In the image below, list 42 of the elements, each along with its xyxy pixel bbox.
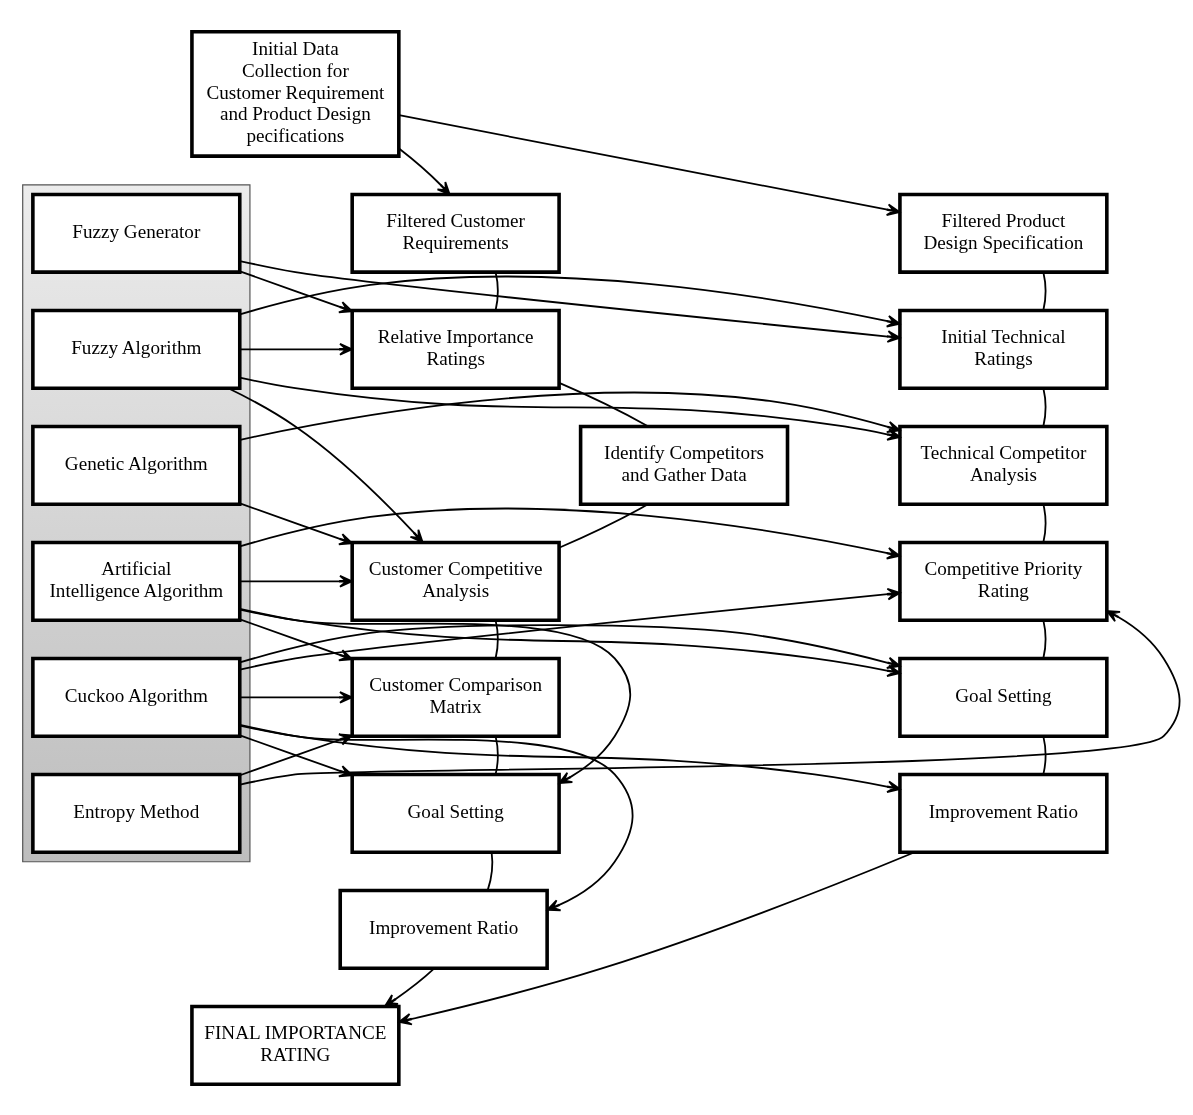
arrow: [239, 623, 901, 669]
arrow: [238, 724, 901, 793]
arrow: [238, 608, 901, 677]
node-box: Identify Competitors and Gather Data: [578, 424, 790, 506]
node-box: Fuzzy Algorithm: [31, 308, 242, 390]
arrow: [238, 574, 353, 588]
node-box: Fuzzy Generator: [31, 192, 242, 274]
arrow: [239, 587, 901, 670]
node-box: Technical Competitor Analysis: [898, 424, 1109, 506]
arrow: [239, 275, 901, 327]
arrow: [398, 147, 451, 195]
arrow: [239, 507, 901, 559]
node-box: Artificial Intelligence Algorithm: [31, 540, 242, 622]
connector: [558, 381, 649, 427]
arrow: [239, 259, 901, 343]
node-box: Improvement Ratio: [338, 888, 549, 970]
node-box: Initial Technical Ratings: [898, 308, 1109, 390]
node-box: Goal Setting: [350, 772, 561, 854]
arrow: [239, 391, 901, 441]
arrow: [239, 270, 353, 313]
node-box: Relative Importance Ratings: [350, 308, 561, 390]
node-box: Customer Comparison Matrix: [350, 656, 561, 738]
node-box: Genetic Algorithm: [31, 424, 242, 506]
node-box: Goal Setting: [898, 656, 1109, 738]
node-box: FINAL IMPORTANCE RATING: [190, 1004, 401, 1086]
node-box: Customer Competitive Analysis: [350, 540, 561, 622]
arrow: [238, 376, 901, 441]
node-box: Filtered Customer Requirements: [350, 192, 561, 274]
node-box: Filtered Product Design Specification: [898, 192, 1109, 274]
arrow: [239, 607, 632, 784]
cluster: [22, 183, 251, 862]
arrow: [398, 113, 901, 216]
arrow: [239, 609, 1181, 785]
node-box: Cuckoo Algorithm: [31, 656, 242, 738]
arrow: [238, 342, 353, 356]
node-box: Entropy Method: [31, 772, 242, 854]
arrow: [239, 723, 634, 911]
node-box: Competitive Priority Rating: [898, 540, 1109, 622]
arrow: [238, 690, 353, 704]
node-box: Improvement Ratio: [898, 772, 1109, 854]
node-box: Initial Data Collection for Customer Requirement and Product Design pecifications: [190, 29, 401, 158]
arrow: [239, 502, 353, 545]
